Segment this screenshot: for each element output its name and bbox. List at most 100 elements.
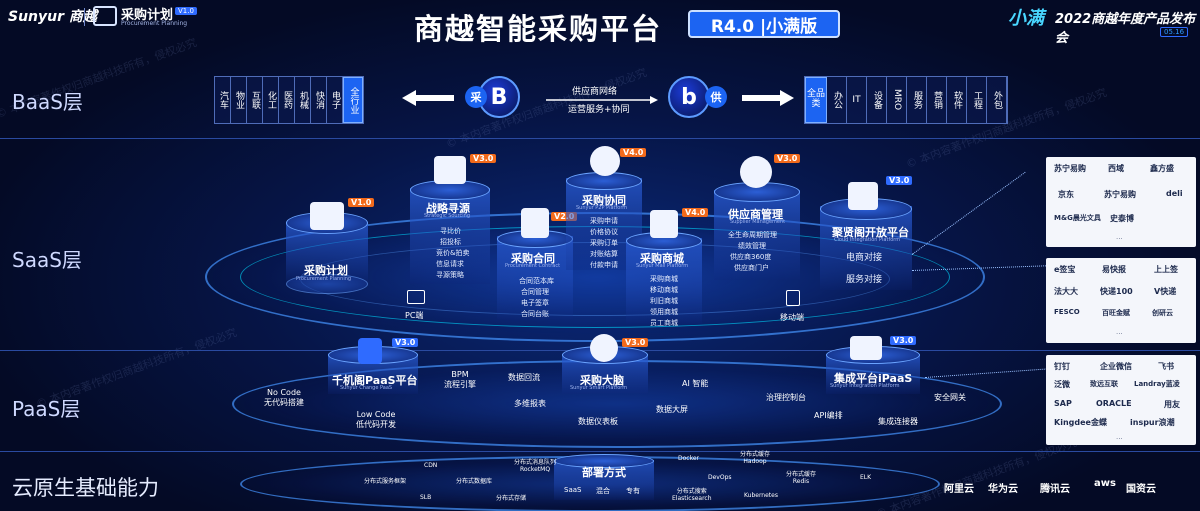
layer-label-saas: SaaS层	[12, 248, 82, 272]
document-icon	[521, 208, 549, 238]
partner-logo: SAP	[1054, 399, 1072, 408]
deployment-title: 部署方式	[582, 466, 626, 479]
module-subtitle: Procurement Planning	[296, 276, 352, 282]
cloud-item: 分布式服务框架	[364, 478, 407, 485]
module-title: 聚贤阁开放平台	[832, 226, 909, 239]
module-title: 采购计划	[304, 264, 348, 277]
arrow-left-icon	[402, 90, 454, 106]
paas-change-module[interactable]: V3.0 千机阁PaaS平台 Sunyur Change PaaS	[328, 338, 419, 400]
module-item: 合同台账	[521, 310, 549, 318]
category-item: 服务	[907, 77, 927, 123]
module-item: 移动商城	[650, 286, 678, 294]
arrow-right-icon	[546, 96, 658, 104]
partner-logo: 飞书	[1158, 362, 1174, 371]
module-cloud-integration[interactable]: V3.0 聚贤阁开放平台 Cloud Integration Platform …	[820, 176, 913, 290]
dashboard-label: 数据仪表板	[578, 417, 618, 426]
partner-logo: 钉钉	[1054, 362, 1070, 371]
sync-icon	[590, 146, 620, 176]
module-subtitle: Sunyur Integration Platform	[830, 383, 900, 389]
partner-logo: FESCO	[1054, 308, 1080, 316]
module-item: 对账结算	[590, 250, 618, 258]
paas-icon	[358, 338, 382, 364]
partner-logo: Landray蓝凌	[1134, 380, 1180, 388]
layer-label-baas: BaaS层	[12, 90, 83, 114]
connector-line	[924, 368, 1049, 378]
industry-item: 汽车	[215, 77, 231, 123]
module-title: 集成平台iPaaS	[834, 372, 913, 385]
data-review-label: 数据回流	[508, 373, 540, 382]
module-item: 员工商城	[650, 319, 678, 327]
module-mall[interactable]: V4.0 采购商城 Sunyur Mall Platform 采购商城 移动商城…	[626, 208, 709, 327]
module-title: 采购合同	[511, 252, 555, 265]
module-plan[interactable]: V1.0 采购计划 Procurement Planning	[286, 198, 375, 294]
buyer-badge: 采	[465, 86, 487, 108]
category-item: 外包	[987, 77, 1007, 123]
version-tag: V3.0	[622, 338, 649, 347]
console-label: 治理控制台	[766, 393, 806, 402]
open-platform-icon	[848, 182, 878, 210]
partner-logo: inspur浪潮	[1130, 418, 1175, 427]
partner-logo: 快递100	[1100, 287, 1133, 296]
version-tag: V3.0	[774, 154, 801, 163]
vendor-guozi: 国资云	[1126, 484, 1156, 495]
partner-logo: 鑫方盛	[1150, 164, 1174, 173]
brain-icon	[590, 334, 618, 362]
module-subtitle: Sunyur Mall Platform	[636, 263, 689, 269]
industry-item: 化工	[263, 77, 279, 123]
module-item: 绩效管理	[738, 242, 766, 250]
module-supplier[interactable]: V3.0 供应商管理 Supplier Management 全生命周期管理 绩…	[714, 154, 801, 280]
cloud-item: Docker	[678, 455, 700, 462]
module-item: 供应商360度	[730, 253, 772, 261]
category-item: 办公	[827, 77, 847, 123]
plan-title: 采购计划	[121, 8, 174, 23]
partner-logo: 苏宁易购	[1104, 190, 1136, 199]
vendor-tencent: 腾讯云	[1040, 484, 1070, 495]
cloud-item: CDN	[424, 462, 438, 469]
module-item: 领用商城	[650, 308, 678, 316]
module-title: 千机阁PaaS平台	[332, 374, 418, 387]
lowcode-label: Low Code 低代码开发	[356, 410, 396, 429]
partner-logo: M&G晨光文具	[1054, 214, 1101, 222]
module-subtitle: Procurement Contract	[505, 263, 561, 269]
module-item: 采购商城	[650, 275, 678, 283]
partner-logo: deli	[1166, 189, 1183, 198]
cloud-item: 分布式搜索 Elasticsearch	[672, 488, 712, 503]
layer-divider	[0, 451, 1200, 452]
plan-icon	[310, 202, 344, 230]
module-item: 采购申请	[590, 217, 618, 225]
module-title: 供应商管理	[728, 208, 783, 221]
module-item: 服务对接	[846, 275, 883, 285]
cloud-item: 分布式消息队列 RocketMQ	[514, 459, 557, 474]
cloud-item: SLB	[420, 494, 432, 501]
module-title: 采购商城	[640, 252, 684, 265]
industry-item: 机械	[295, 77, 311, 123]
version-tag: V3.0	[886, 176, 913, 185]
deployment-module[interactable]: 部署方式 SaaS 混合 专有	[540, 454, 670, 504]
version-tag: V3.0	[392, 338, 419, 347]
connector-label: 集成连接器	[878, 417, 918, 426]
api-label: API编排	[814, 411, 843, 420]
mobile-label: 移动端	[780, 313, 804, 322]
module-item: 合同管理	[521, 288, 549, 296]
module-subtitle: Sunyur Smart Platform	[570, 385, 628, 391]
vendor-aws: aws	[1094, 478, 1116, 489]
paas-brain-module[interactable]: V3.0 采购大脑 Sunyur Smart Platform	[562, 334, 649, 400]
module-item: 合同范本库	[519, 277, 554, 285]
category-item: 工程	[967, 77, 987, 123]
supplier-category-list: 全品类 办公 IT 设备 MRO 服务 营销 软件 工程 外包	[804, 76, 1008, 124]
module-sourcing[interactable]: V3.0 战略寻源 Strategic Sourcing 寻比价 招投标 竞价&…	[410, 154, 497, 288]
system-partners-panel: 钉钉 企业微信 飞书 泛微 致远互联 Landray蓝凌 SAP ORACLE …	[1046, 355, 1196, 445]
paas-integration-module[interactable]: V3.0 集成平台iPaaS Sunyur Integration Platfo…	[826, 336, 920, 400]
module-item: 电子签章	[521, 299, 549, 307]
module-contract[interactable]: V2.0 采购合同 Procurement Contract 合同范本库 合同管…	[497, 208, 578, 320]
header-divider	[84, 8, 85, 26]
version-tag: V3.0	[890, 336, 917, 345]
partner-logo: 法大大	[1054, 287, 1078, 296]
industry-item: 电子	[327, 77, 343, 123]
partner-logo: 上上签	[1154, 265, 1178, 274]
version-tag: V1.0	[348, 198, 375, 207]
module-item: 利旧商城	[650, 297, 678, 305]
partner-logo: 史泰博	[1110, 214, 1134, 223]
partner-logo: ORACLE	[1096, 399, 1132, 408]
module-p2p[interactable]: V4.0 采购协同 Sunyur P2P Platform 采购申请 价格协议 …	[566, 146, 647, 270]
